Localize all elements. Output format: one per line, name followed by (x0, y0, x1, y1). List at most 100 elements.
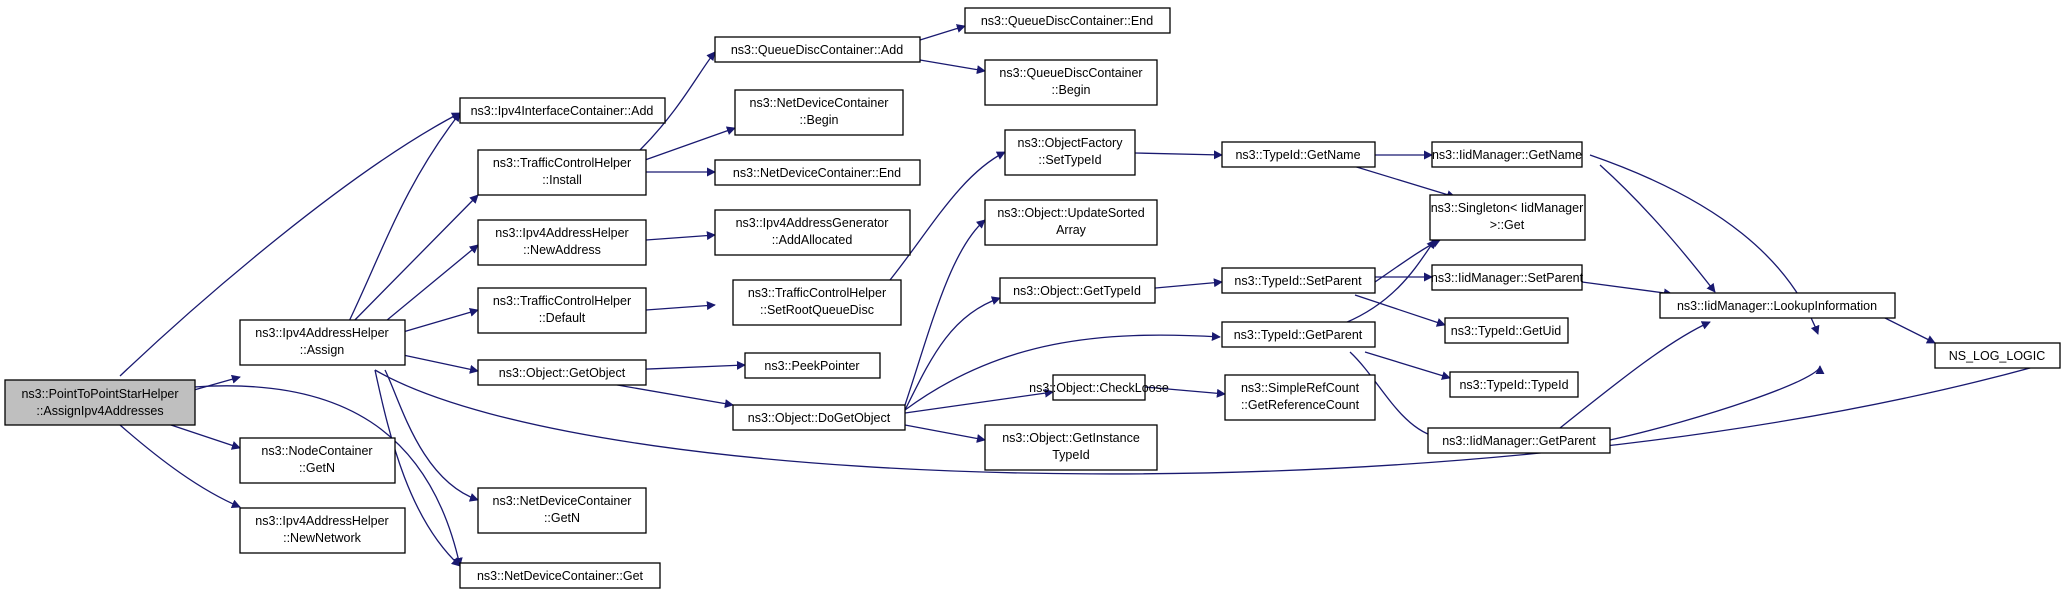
edge-qdc-add-qdc-end (919, 24, 966, 41)
node-label: ns3::QueueDiscContainer::Add (731, 43, 903, 57)
edge-iid-setparent-lookupinfo (1581, 281, 1673, 298)
node-label: ns3::Object::CheckLoose (1029, 381, 1169, 395)
node-label: ::Begin (1052, 83, 1091, 97)
node-typeid-getname[interactable]: ns3::TypeId::GetName (1221, 141, 1376, 168)
node-dogetobject[interactable]: ns3::Object::DoGetObject (732, 404, 906, 431)
node-label: ::AssignIpv4Addresses (36, 404, 163, 418)
node-label: ns3::IidManager::LookupInformation (1677, 299, 1877, 313)
node-nodecontainer-getn[interactable]: ns3::NodeContainer ::GetN (239, 437, 396, 484)
node-label: ::AddAllocated (772, 233, 853, 247)
edge-install-qdc-add (639, 51, 716, 151)
edge-assign-tch-default (402, 307, 479, 333)
node-label: ns3::PeekPointer (764, 359, 859, 373)
node-iid-getname[interactable]: ns3::IidManager::GetName (1431, 141, 1583, 168)
edge-getparent-singleton (1344, 239, 1436, 324)
node-label: ns3::Object::GetTypeId (1013, 284, 1141, 298)
node-label: ns3::ObjectFactory (1018, 136, 1124, 150)
node-getrefcount[interactable]: ns3::SimpleRefCount ::GetReferenceCount (1224, 374, 1376, 421)
node-typeid-getparent[interactable]: ns3::TypeId::GetParent (1221, 321, 1376, 348)
node-label: ::SetRootQueueDisc (760, 303, 874, 317)
node-label: ns3::IidManager::GetParent (1442, 434, 1596, 448)
node-ipv4ic-add[interactable]: ns3::Ipv4InterfaceContainer::Add (459, 97, 666, 124)
edge-dogetobject-updatesorted (904, 219, 986, 406)
node-label: ns3::TrafficControlHelper (493, 156, 631, 170)
node-ndc-getn[interactable]: ns3::NetDeviceContainer ::GetN (477, 487, 647, 534)
node-qdc-begin[interactable]: ns3::QueueDiscContainer ::Begin (984, 59, 1158, 106)
edge-getobject-dogetobject (599, 381, 734, 409)
edge-assign-getobject (402, 354, 479, 374)
node-singleton-get[interactable]: ns3::Singleton< IidManager >::Get (1429, 194, 1586, 241)
node-label: ns3::NetDeviceContainer (750, 96, 889, 110)
node-peekpointer[interactable]: ns3::PeekPointer (744, 352, 881, 379)
node-label: ns3::IidManager::GetName (1432, 148, 1582, 162)
node-label: ns3::NodeContainer (261, 444, 372, 458)
node-ndc-get[interactable]: ns3::NetDeviceContainer::Get (459, 562, 661, 589)
edge-iid-getparent-ns-log-logic (1609, 365, 1825, 441)
node-iid-setparent[interactable]: ns3::IidManager::SetParent (1431, 264, 1584, 291)
nodes: ns3::PointToPointStarHelper ::AssignIpv4… (4, 7, 2061, 589)
node-label: ns3::Object::DoGetObject (748, 411, 891, 425)
node-label: ns3::QueueDiscContainer (999, 66, 1142, 80)
node-label: ns3::TypeId::SetParent (1234, 274, 1362, 288)
node-label: ns3::Ipv4AddressHelper (255, 326, 388, 340)
node-obj-gettypeid[interactable]: ns3::Object::GetTypeId (999, 277, 1156, 304)
node-checkloose[interactable]: ns3::Object::CheckLoose (1029, 374, 1169, 401)
node-lookupinfo[interactable]: ns3::IidManager::LookupInformation (1659, 292, 1896, 319)
node-typeid-getuid[interactable]: ns3::TypeId::GetUid (1444, 317, 1569, 344)
node-label: ns3::SimpleRefCount (1241, 381, 1360, 395)
node-label: ::SetTypeId (1038, 153, 1101, 167)
edge-setparent-typeid-getuid (1354, 294, 1446, 327)
edge-iid-getparent-lookupinfo (1559, 321, 1711, 429)
node-typeid-typeid[interactable]: ns3::TypeId::TypeId (1449, 371, 1579, 398)
node-label: ns3::Object::UpdateSorted (997, 206, 1144, 220)
node-label: ns3::Ipv4AddressHelper (495, 226, 628, 240)
node-newnetwork[interactable]: ns3::Ipv4AddressHelper ::NewNetwork (239, 507, 406, 554)
node-label: ::NewAddress (523, 243, 601, 257)
node-label: ns3::TrafficControlHelper (748, 286, 886, 300)
node-ndc-end[interactable]: ns3::NetDeviceContainer::End (714, 159, 921, 186)
node-getinstance[interactable]: ns3::Object::GetInstance TypeId (984, 424, 1158, 471)
edge-checkloose-getrefcount (1144, 386, 1226, 398)
node-tch-default[interactable]: ns3::TrafficControlHelper ::Default (477, 287, 647, 334)
edge-dogetobject-checkloose (904, 388, 1054, 414)
edge-root-ndc-get (193, 385, 463, 567)
edge-dogetobject-getinstance (904, 424, 986, 443)
edge-typeid-getname-singleton (1349, 164, 1456, 199)
node-getobject[interactable]: ns3::Object::GetObject (477, 359, 647, 386)
edge-default-setrootqueuedisc (645, 301, 716, 311)
node-label: ns3::NetDeviceContainer::Get (477, 569, 644, 583)
node-label: ns3::TypeId::GetParent (1234, 328, 1363, 342)
edge-getparent-typeid-typeid (1364, 351, 1451, 380)
node-ns-log-logic[interactable]: NS_LOG_LOGIC (1934, 342, 2061, 369)
node-setrootqueuedisc[interactable]: ns3::TrafficControlHelper ::SetRootQueue… (732, 279, 902, 326)
node-updatesorted[interactable]: ns3::Object::UpdateSorted Array (984, 199, 1158, 246)
node-label: ns3::TypeId::GetName (1235, 148, 1360, 162)
edge-qdc-add-qdc-begin (919, 59, 986, 75)
node-iid-getparent[interactable]: ns3::IidManager::GetParent (1427, 427, 1611, 454)
node-newaddress[interactable]: ns3::Ipv4AddressHelper ::NewAddress (477, 219, 647, 266)
node-assign[interactable]: ns3::Ipv4AddressHelper ::Assign (239, 319, 406, 366)
node-label: ::Begin (800, 113, 839, 127)
node-label: ::Assign (300, 343, 345, 357)
edge-assign-ndc-get (374, 369, 461, 567)
node-label: TypeId (1052, 448, 1090, 462)
edge-assign-ipv4ic-add (339, 112, 461, 341)
node-label: ::GetReferenceCount (1241, 398, 1360, 412)
node-qdc-add[interactable]: ns3::QueueDiscContainer::Add (714, 36, 921, 63)
node-ndc-begin[interactable]: ns3::NetDeviceContainer ::Begin (734, 89, 904, 136)
node-label: ns3::NetDeviceContainer::End (733, 166, 901, 180)
node-label: ns3::Ipv4InterfaceContainer::Add (471, 104, 654, 118)
node-label: ns3::QueueDiscContainer::End (981, 14, 1153, 28)
node-label: >::Get (1490, 218, 1525, 232)
node-label: ::Default (539, 311, 586, 325)
node-typeid-setparent[interactable]: ns3::TypeId::SetParent (1221, 267, 1376, 294)
node-qdc-end[interactable]: ns3::QueueDiscContainer::End (964, 7, 1171, 34)
node-tch-install[interactable]: ns3::TrafficControlHelper ::Install (477, 149, 647, 196)
node-addallocated[interactable]: ns3::Ipv4AddressGenerator ::AddAllocated (714, 209, 911, 256)
edge-root-assign (193, 374, 241, 391)
edge-iid-getname-lookupinfo (1599, 164, 1716, 293)
node-root[interactable]: ns3::PointToPointStarHelper ::AssignIpv4… (4, 379, 196, 426)
node-of-settypeid[interactable]: ns3::ObjectFactory ::SetTypeId (1004, 129, 1136, 176)
node-label: ns3::TrafficControlHelper (493, 294, 631, 308)
